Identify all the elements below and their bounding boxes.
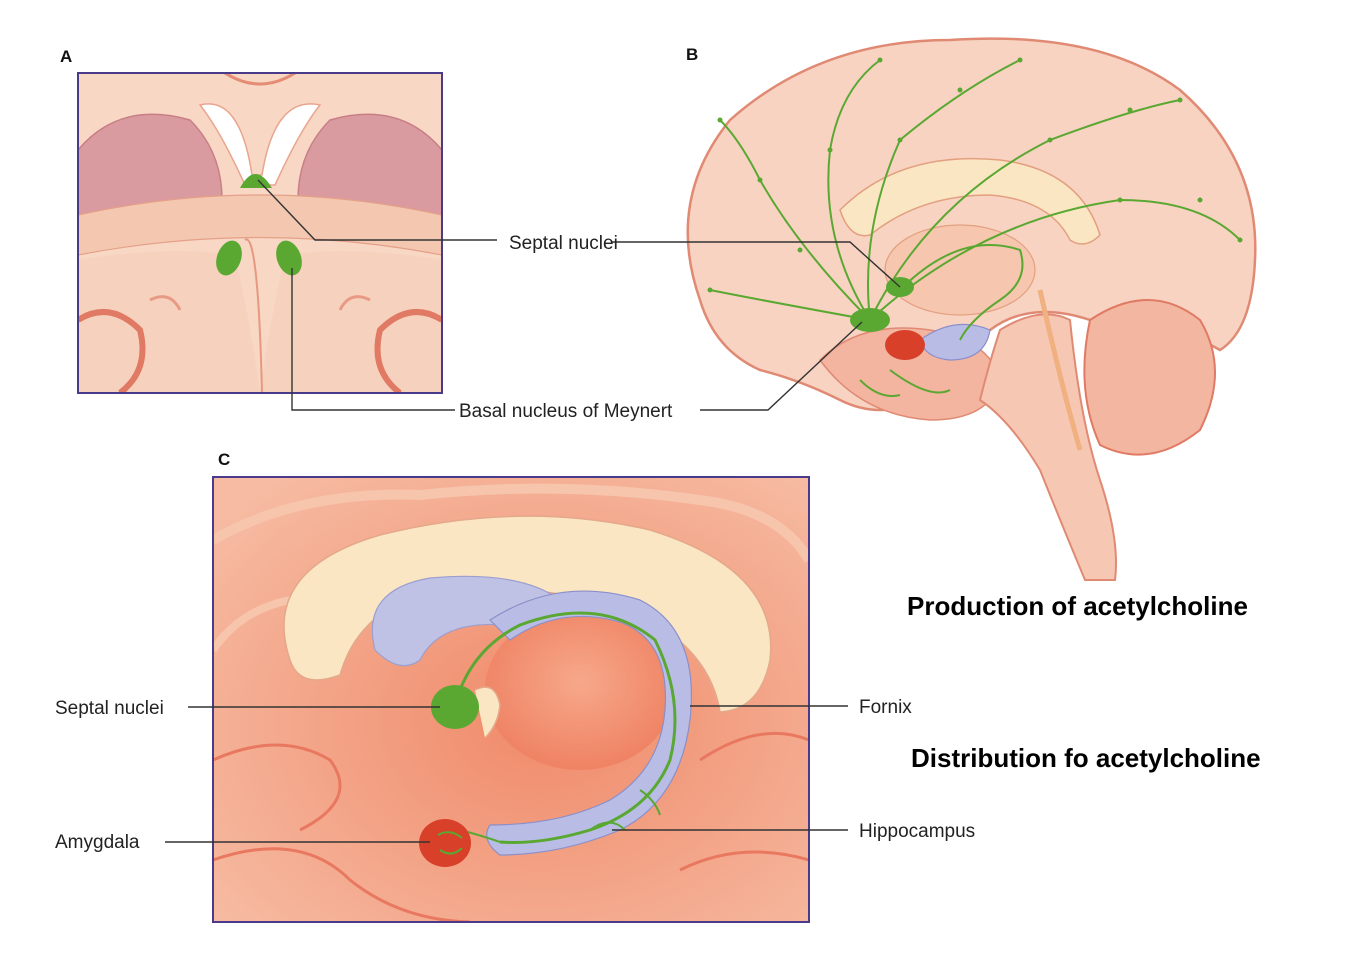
septal-nucleus-c	[431, 685, 479, 729]
panel-b: B	[686, 37, 1257, 581]
amygdala-shape	[419, 819, 471, 867]
basal-nucleus-b	[850, 308, 890, 332]
panel-a: A	[60, 47, 443, 394]
basal-nucleus-right-a	[276, 240, 302, 276]
label-basal-nucleus: Basal nucleus of Meynert	[459, 401, 673, 422]
panel-c-letter: C	[218, 450, 230, 469]
leader-lines-top	[257, 179, 901, 411]
leader-lines-c	[165, 705, 848, 843]
label-amygdala: Amygdala	[55, 832, 140, 853]
panel-b-letter: B	[686, 45, 698, 64]
sagittal-brain-illustration	[686, 37, 1257, 581]
panel-a-frame	[77, 72, 443, 394]
basal-nucleus-left-a	[216, 240, 242, 276]
septal-nucleus-a	[240, 174, 272, 188]
label-hippocampus: Hippocampus	[859, 821, 975, 842]
label-septal-nuclei-c: Septal nuclei	[55, 698, 164, 719]
label-fornix: Fornix	[859, 697, 912, 718]
panel-c: C	[212, 450, 810, 923]
coronal-section-illustration	[78, 73, 442, 393]
panel-a-letter: A	[60, 47, 72, 66]
caption-distribution: Distribution fo acetylcholine	[911, 743, 1261, 773]
caption-production: Production of acetylcholine	[907, 591, 1248, 621]
panel-c-frame	[212, 476, 810, 923]
medial-view-illustration	[213, 477, 809, 922]
label-septal-nuclei-top: Septal nuclei	[509, 233, 618, 254]
